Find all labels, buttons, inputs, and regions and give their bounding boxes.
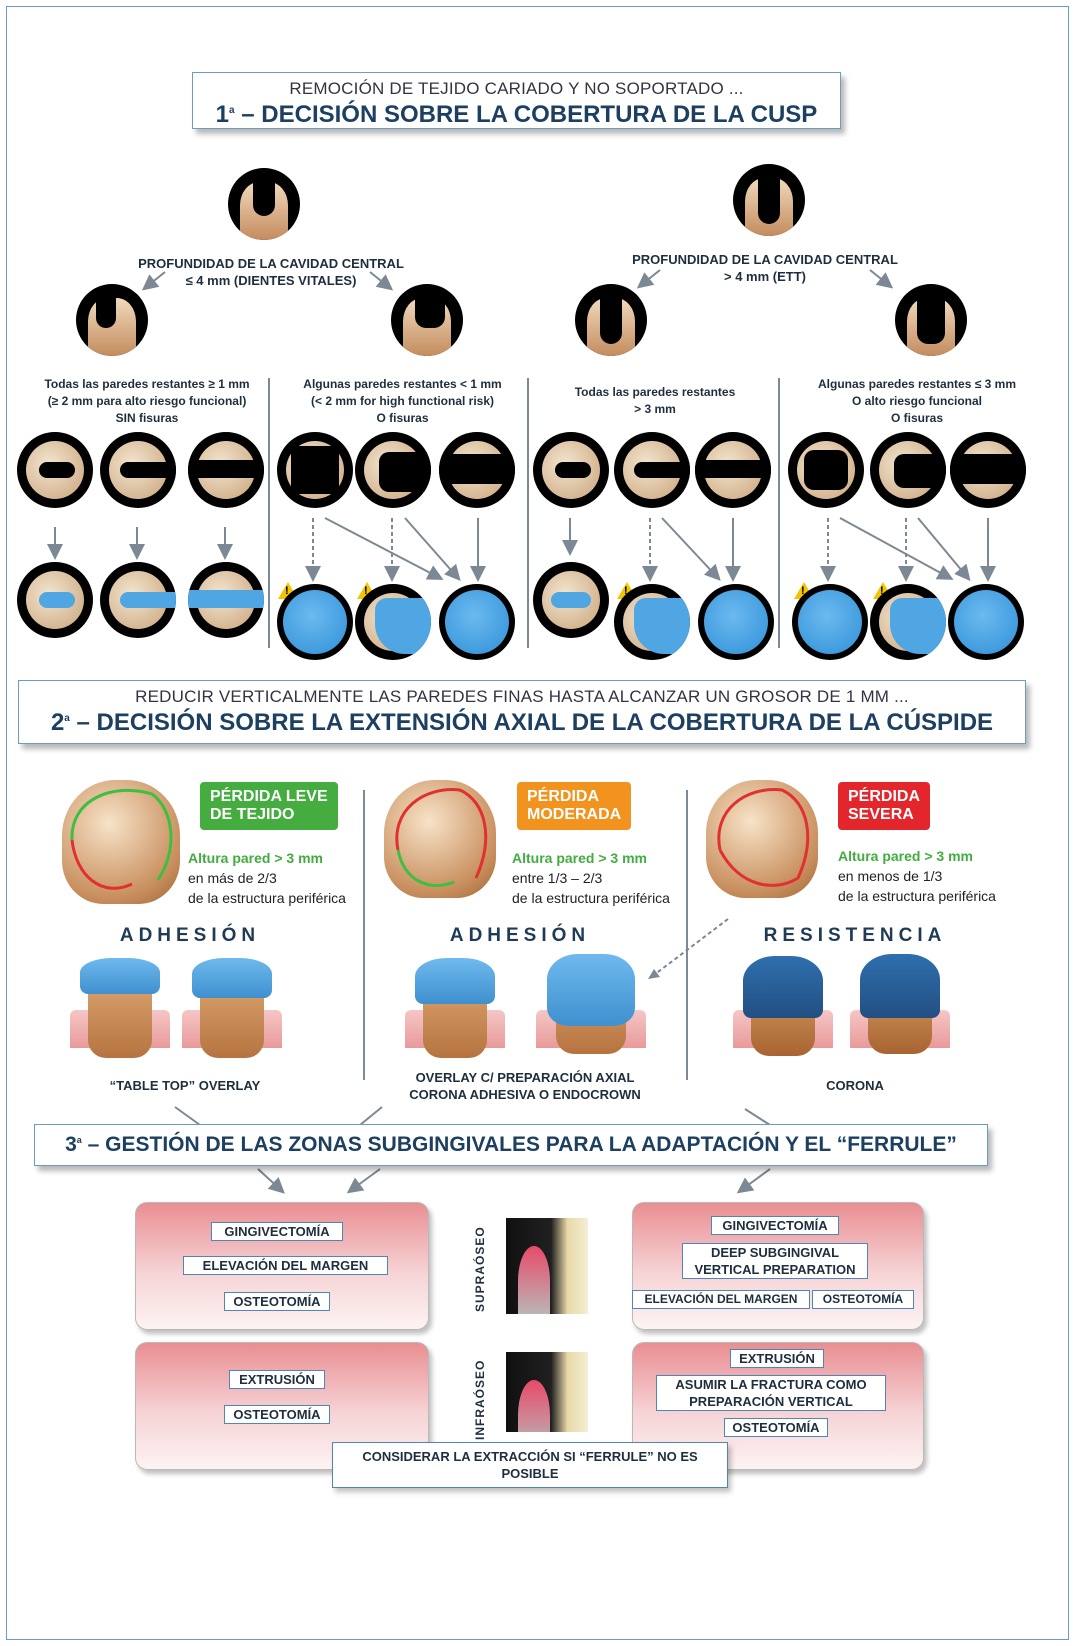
tooth-shallow-left-icon [76, 284, 148, 356]
restored-onlay-3 [614, 584, 690, 660]
supra-xray-image [506, 1218, 588, 1314]
infra-xray-image [506, 1352, 588, 1432]
wall-outline-severe [706, 780, 818, 898]
occlusal-cavity-10 [788, 432, 864, 508]
restored-onlay-5 [870, 584, 946, 660]
case-severe-description: Altura pared > 3 mm en menos de 1/3 de l… [838, 846, 996, 906]
badge-mild-loss: PÉRDIDA LEVE DE TEJIDO [200, 782, 338, 830]
column-label-4: Algunas paredes restantes ≤ 3 mm O alto … [782, 376, 1052, 427]
occlusal-cavity-12 [950, 432, 1026, 508]
dashed-arrow [640, 915, 735, 985]
extraction-note: CONSIDERAR LA EXTRACCIÓN SI “FERRULE” NO… [332, 1442, 728, 1488]
restored-inlay-4 [533, 562, 609, 638]
osteotomy-tag: OSTEOTOMÍA [224, 1292, 330, 1311]
occlusal-cavity-1 [17, 432, 93, 508]
divider [363, 790, 365, 1080]
occlusal-cavity-3 [188, 432, 264, 508]
tooth-deep-left-icon [575, 284, 647, 356]
occlusal-cavity-4 [277, 432, 353, 508]
wall-outline-mild [62, 780, 180, 904]
restored-crown-1 [439, 584, 515, 660]
margin-elevation-tag: ELEVACIÓN DEL MARGEN [632, 1290, 810, 1309]
restored-onlay-4 [792, 584, 868, 660]
restoration-label-1: “TABLE TOP” OVERLAY [60, 1077, 310, 1094]
deep-subgingival-tag: DEEP SUBGINGIVAL VERTICAL PREPARATION [682, 1243, 868, 1279]
approach-label-1: ADHESIÓN [60, 925, 320, 947]
occlusal-cavity-7 [533, 432, 609, 508]
occlusal-cavity-5 [355, 432, 431, 508]
margin-elevation-tag: ELEVACIÓN DEL MARGEN [183, 1256, 388, 1275]
extrusion-tag: EXTRUSIÓN [730, 1349, 824, 1368]
tooth-shallow-right-icon [391, 284, 463, 356]
infra-label: INFRAÓSEO [473, 1360, 487, 1440]
occlusal-cavity-9 [695, 432, 771, 508]
section2-header: REDUCIR VERTICALMENTE LAS PAREDES FINAS … [18, 680, 1026, 744]
restoration-endocrown [536, 954, 646, 1048]
restoration-table-top-1 [70, 958, 170, 1048]
badge-moderate-loss: PÉRDIDA MODERADA [517, 782, 631, 830]
divider [268, 378, 270, 648]
section3-title: 3a – GESTIÓN DE LAS ZONAS SUBGINGIVALES … [35, 1133, 987, 1157]
supra-label: SUPRAÓSEO [473, 1226, 487, 1312]
gingivectomy-tag: GINGIVECTOMÍA [211, 1222, 343, 1241]
section2-subtitle: REDUCIR VERTICALMENTE LAS PAREDES FINAS … [19, 687, 1025, 707]
tooth-deep-right-icon [895, 284, 967, 356]
occlusal-cavity-11 [870, 432, 946, 508]
restoration-label-3: CORONA [760, 1077, 950, 1094]
restored-inlay-3 [188, 562, 264, 638]
restored-onlay-1 [277, 584, 353, 660]
restoration-table-top-2 [182, 958, 282, 1048]
extrusion-tag: EXTRUSIÓN [229, 1370, 325, 1389]
divider [778, 378, 780, 648]
approach-label-3: RESISTENCIA [730, 925, 980, 947]
approach-label-2: ADHESIÓN [390, 925, 650, 947]
restored-onlay-2 [355, 584, 431, 660]
restored-crown-2 [698, 584, 774, 660]
column-label-2: Algunas paredes restantes < 1 mm (< 2 mm… [280, 376, 525, 427]
restoration-crown-2 [850, 954, 950, 1048]
restored-inlay-1 [17, 562, 93, 638]
osteotomy-tag: OSTEOTOMÍA [724, 1418, 828, 1437]
fracture-preparation-tag: ASUMIR LA FRACTURA COMO PREPARACIÓN VERT… [656, 1375, 886, 1411]
column-label-3: Todas las paredes restantes > 3 mm [540, 384, 770, 418]
restoration-crown-1 [733, 956, 833, 1048]
restoration-overlay-axial [405, 958, 505, 1048]
restored-inlay-2 [100, 562, 176, 638]
occlusal-cavity-2 [100, 432, 176, 508]
occlusal-cavity-8 [614, 432, 690, 508]
column-label-1: Todas las paredes restantes ≥ 1 mm (≥ 2 … [28, 376, 266, 427]
divider [527, 378, 529, 648]
osteotomy-tag: OSTEOTOMÍA [812, 1290, 914, 1309]
case-mild-description: Altura pared > 3 mm en más de 2/3 de la … [188, 848, 346, 908]
osteotomy-tag: OSTEOTOMÍA [224, 1405, 330, 1424]
occlusal-cavity-6 [439, 432, 515, 508]
badge-severe-loss: PÉRDIDA SEVERA [838, 782, 930, 830]
case-moderate-description: Altura pared > 3 mm entre 1/3 – 2/3 de l… [512, 848, 670, 908]
gingivectomy-tag: GINGIVECTOMÍA [711, 1216, 839, 1235]
section3-header: 3a – GESTIÓN DE LAS ZONAS SUBGINGIVALES … [34, 1124, 988, 1166]
wall-outline-moderate [384, 780, 496, 898]
restored-crown-3 [948, 584, 1024, 660]
section2-title: 2a – DECISIÓN SOBRE LA EXTENSIÓN AXIAL D… [19, 709, 1025, 737]
